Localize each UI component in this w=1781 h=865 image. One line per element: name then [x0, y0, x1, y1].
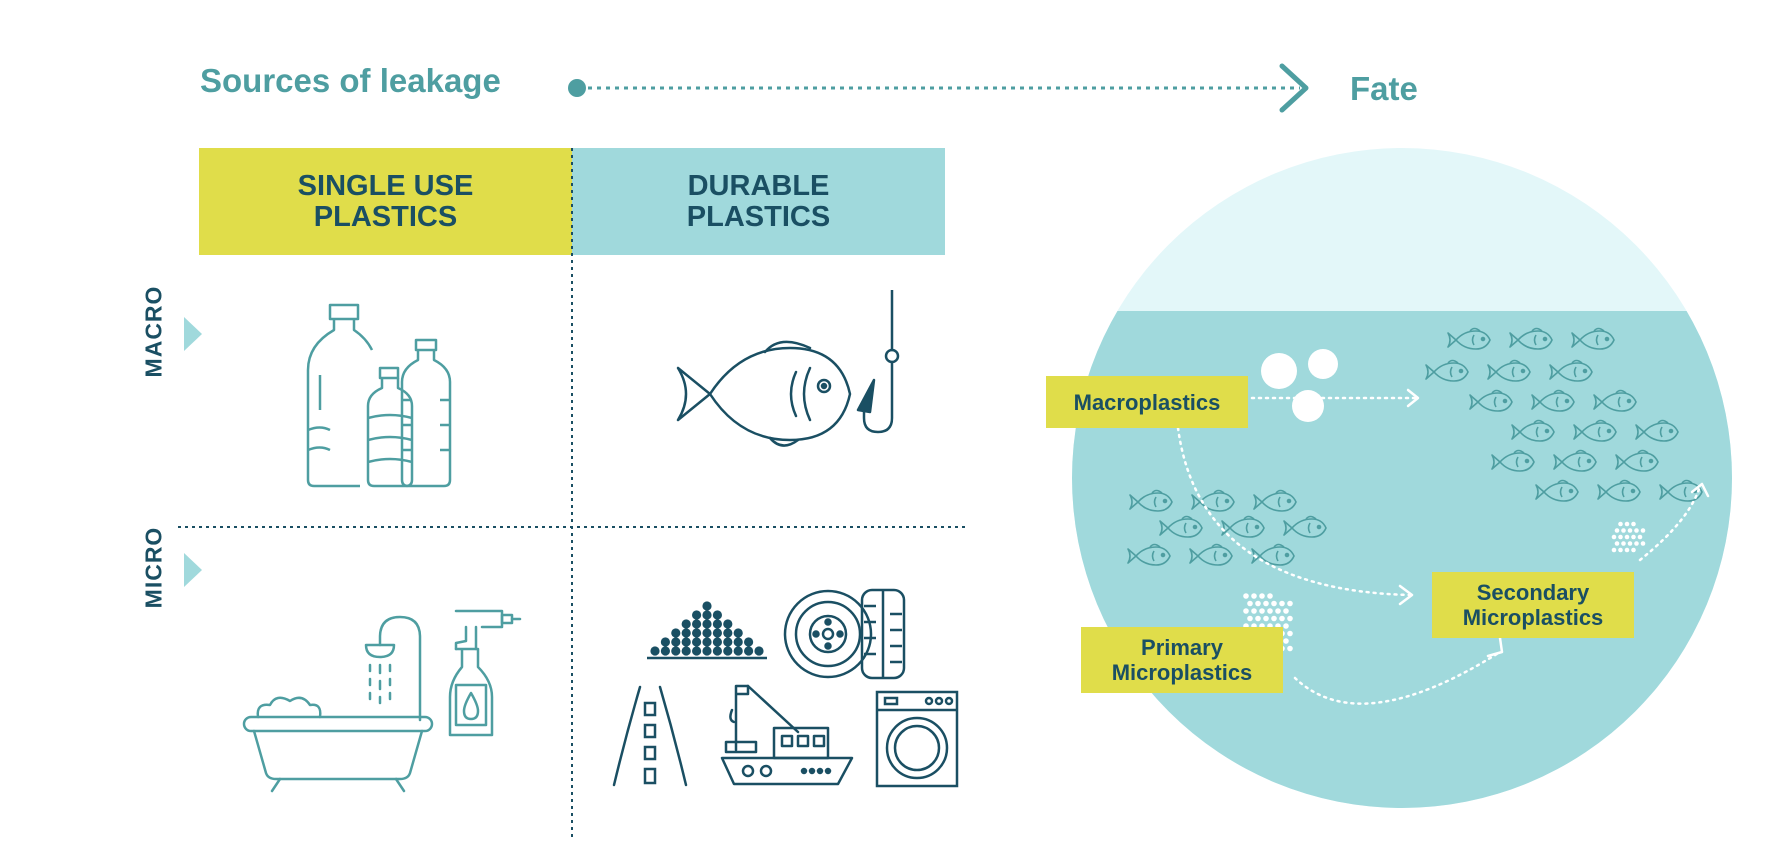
macro-row-marker-icon [184, 317, 202, 351]
row-label-micro: MICRO [140, 526, 167, 608]
fishing-boat-icon [720, 684, 854, 786]
grid-dividers [178, 148, 968, 838]
bottles-icon [306, 303, 452, 488]
micro-row-marker-icon [184, 553, 202, 587]
column-single-use-plastics: SINGLE USE PLASTICS [199, 148, 572, 255]
secondary-microplastics-tag: Secondary Microplastics [1432, 572, 1634, 638]
road-icon [612, 685, 688, 787]
spray-bottle-icon [448, 609, 522, 737]
fish-hook-icon [676, 290, 900, 447]
fate-label: Fate [1350, 70, 1418, 107]
washing-machine-icon [875, 690, 959, 788]
leakage-arrow [568, 63, 1309, 113]
tire-icon [783, 588, 906, 680]
row-label-macro: MACRO [140, 285, 167, 377]
sources-of-leakage-label: Sources of leakage [200, 62, 501, 99]
pellets-pile-icon [647, 601, 767, 660]
ocean-fate-circle [1072, 148, 1732, 808]
bathtub-shower-icon [242, 615, 434, 793]
column-durable-plastics: DURABLE PLASTICS [572, 148, 945, 255]
primary-microplastics-tag: Primary Microplastics [1081, 627, 1283, 693]
macroplastics-tag: Macroplastics [1046, 376, 1248, 428]
